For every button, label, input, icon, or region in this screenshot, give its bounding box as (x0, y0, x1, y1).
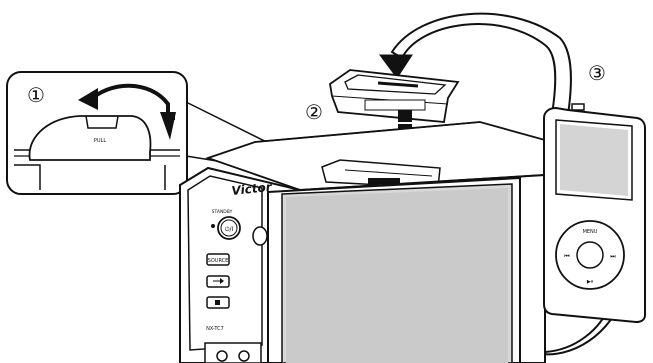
step-3-number: ③ (588, 61, 606, 85)
step-1-number: ① (27, 83, 45, 107)
jack-2 (239, 351, 249, 361)
jack-1 (217, 351, 227, 361)
prev-label: ⏮ (564, 253, 570, 260)
model-label: NX-TC7 (206, 326, 224, 332)
next-label: ⏭ (610, 253, 616, 260)
standby-indicator (211, 224, 215, 228)
dock-adapter: ② (305, 70, 458, 124)
power-symbol: ⏻/I (225, 226, 234, 233)
menu-label: MENU (583, 229, 598, 235)
stereo-unit: Victor STANDBY ⏻/I SOURCE NX-TC7 (180, 122, 545, 363)
play-label: ▶⏸ (587, 279, 594, 285)
step-2-number: ② (305, 100, 323, 124)
sensor-window (253, 227, 267, 245)
center-button[interactable] (577, 242, 603, 268)
source-label: SOURCE (208, 258, 229, 264)
standby-label: STANDBY (212, 209, 233, 215)
pull-label: PULL (94, 138, 106, 144)
